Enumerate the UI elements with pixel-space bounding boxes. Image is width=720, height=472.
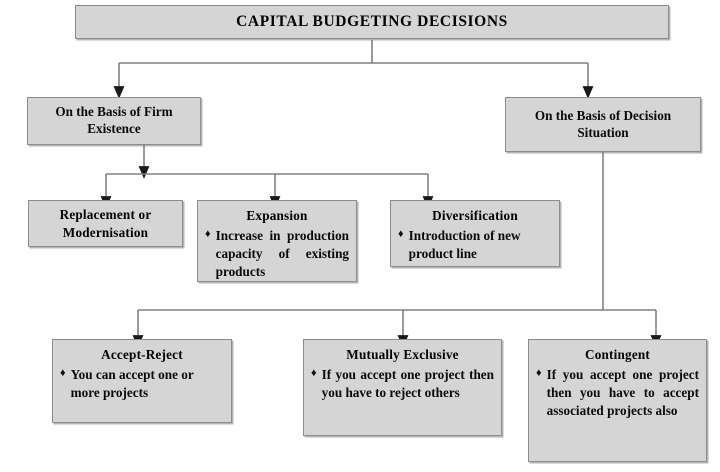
diversification-bullet: ♦ Introduction of new product line bbox=[398, 227, 552, 262]
decision-situation-label: On the Basis of Decision Situation bbox=[534, 107, 672, 140]
root-label: CAPITAL BUDGETING DECISIONS bbox=[236, 13, 508, 30]
mutually-exclusive-bullet: ♦ If you accept one project then you hav… bbox=[311, 366, 494, 401]
node-replacement-modernisation[interactable]: Replacement or Modernisation bbox=[28, 200, 183, 247]
contingent-bullet-text: If you accept one project then you have … bbox=[546, 367, 699, 418]
node-firm-existence[interactable]: On the Basis of Firm Existence bbox=[27, 97, 201, 145]
mutually-exclusive-bullet-text: If you accept one project then you have … bbox=[321, 367, 494, 400]
node-accept-reject[interactable]: Accept-Reject ♦ You can accept one or mo… bbox=[52, 339, 232, 423]
replacement-modernisation-title: Replacement or Modernisation bbox=[59, 207, 152, 240]
node-diversification[interactable]: Diversification ♦ Introduction of new pr… bbox=[390, 200, 560, 267]
node-mutually-exclusive[interactable]: Mutually Exclusive ♦ If you accept one p… bbox=[303, 339, 502, 436]
expansion-bullet-text: Increase in production capacity of exist… bbox=[215, 228, 349, 279]
diamond-bullet-icon: ♦ bbox=[60, 367, 66, 380]
mutually-exclusive-title: Mutually Exclusive bbox=[346, 347, 459, 362]
firm-existence-label: On the Basis of Firm Existence bbox=[55, 104, 173, 136]
expansion-title: Expansion bbox=[246, 208, 308, 223]
diamond-bullet-icon: ♦ bbox=[205, 228, 211, 241]
node-decision-situation[interactable]: On the Basis of Decision Situation bbox=[505, 97, 701, 152]
diamond-bullet-icon: ♦ bbox=[536, 367, 542, 380]
contingent-bullet: ♦ If you accept one project then you hav… bbox=[536, 366, 699, 419]
accept-reject-bullet: ♦ You can accept one or more projects bbox=[60, 366, 224, 401]
diamond-bullet-icon: ♦ bbox=[398, 228, 404, 241]
expansion-bullet: ♦ Increase in production capacity of exi… bbox=[205, 227, 349, 280]
contingent-title: Contingent bbox=[584, 347, 650, 362]
node-contingent[interactable]: Contingent ♦ If you accept one project t… bbox=[528, 339, 707, 462]
accept-reject-title: Accept-Reject bbox=[101, 347, 183, 362]
node-expansion[interactable]: Expansion ♦ Increase in production capac… bbox=[197, 200, 357, 282]
diversification-title: Diversification bbox=[432, 208, 518, 223]
diversification-bullet-text: Introduction of new product line bbox=[408, 228, 521, 261]
node-capital-budgeting-decisions[interactable]: CAPITAL BUDGETING DECISIONS bbox=[75, 5, 669, 39]
accept-reject-bullet-text: You can accept one or more projects bbox=[70, 367, 194, 400]
diamond-bullet-icon: ♦ bbox=[311, 367, 317, 380]
